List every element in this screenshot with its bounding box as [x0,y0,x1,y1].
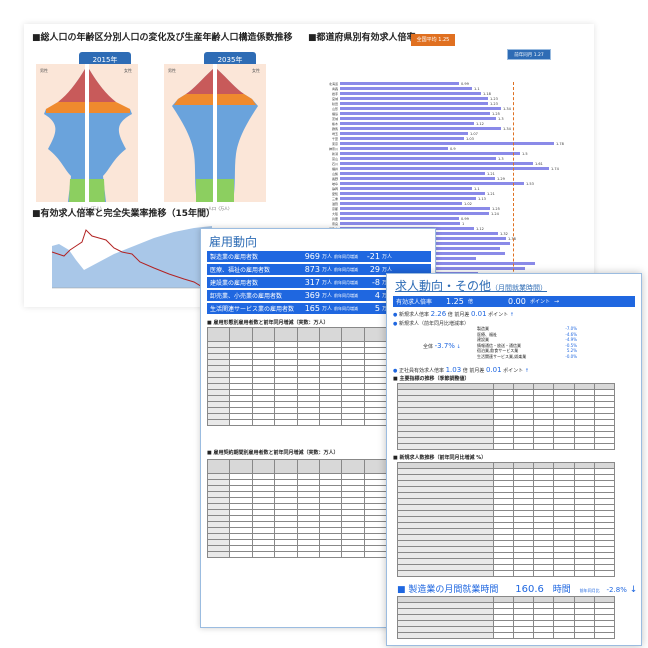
pyramid-axis-label: 人口（万人） [80,206,104,211]
pyramid-title: ■総人口の年齢区分別人口の変化及び生産年齢人口構造係数推移 [32,33,293,43]
new-jobs-table [397,462,616,577]
employment-trend-title: 雇用動向 [209,235,258,249]
job-trend-sheet: 求人動向・その他（月間就業時間） 有効求人倍率 1.25 倍 0.00 ポイント… [386,273,642,646]
new-jobs-line: ● 新規求人（前年同月比増減率） [393,321,469,327]
hours-headline: ■ 製造業の月間就業時間 160.6 時間 前年同月比 -2.8% ↓ [397,584,638,595]
population-pyramid-2035: 男性 女性 [164,64,266,202]
prefecture-chart-title: ■都道府県別有効求人倍率 [308,33,416,43]
new-ratio-line: ● 新規求人倍率 2.26 倍 前月差 0.01 ポイント ↑ [393,310,514,318]
table1-caption: ■ 雇用形態別雇用者数と前年同月増減（実数：万人） [207,320,329,326]
female-label: 女性 [124,68,132,73]
pyramid-axis-label: 人口（万人） [208,206,232,211]
regular-ratio-line: ● 正社員有効求人倍率 1.03 倍 前月差 0.01 ポイント ↑ [393,366,529,374]
indicator-table-caption: ■ 主要指標の推移（季節調整値） [393,376,470,382]
job-trend-title: 求人動向・その他（月間就業時間） [395,279,548,293]
new-jobs-total: 全体 -3.7% ↓ [423,342,461,350]
trend-chart-title: ■有効求人倍率と完全失業率推移（15年間） [32,209,216,219]
trend-line-chart [44,224,224,296]
male-label: 男性 [40,68,48,73]
indicator-table [397,383,616,450]
table2-caption: ■ 雇用契約期間別雇用者数と前年同月増減（実数：万人） [207,450,339,456]
headline-ratio-row: 有効求人倍率 1.25 倍 0.00 ポイント → [393,296,635,307]
population-pyramid-2015: 男性 女性 [36,64,138,202]
female-label: 女性 [252,68,260,73]
contract-period-table [206,459,388,558]
new-jobs-table-caption: ■ 新規求人数推移（前年同月比増減 %） [393,455,487,461]
employment-type-table [206,327,388,426]
industry-breakdown: 製造業-7.0% 医療、福祉-4.6% 建設業-4.9% 情報通信・放送・通信業… [477,326,577,359]
chart-sheet: ■総人口の年齢区分別人口の変化及び生産年齢人口構造係数推移 ■都道府県別有効求人… [24,24,594,322]
previous-year-callout: 前年同月 1.27 [507,49,551,60]
working-hours-table [397,596,616,639]
national-average-line [513,82,514,322]
male-label: 男性 [168,68,176,73]
national-average-callout: 全国平均 1.25 [411,34,455,46]
